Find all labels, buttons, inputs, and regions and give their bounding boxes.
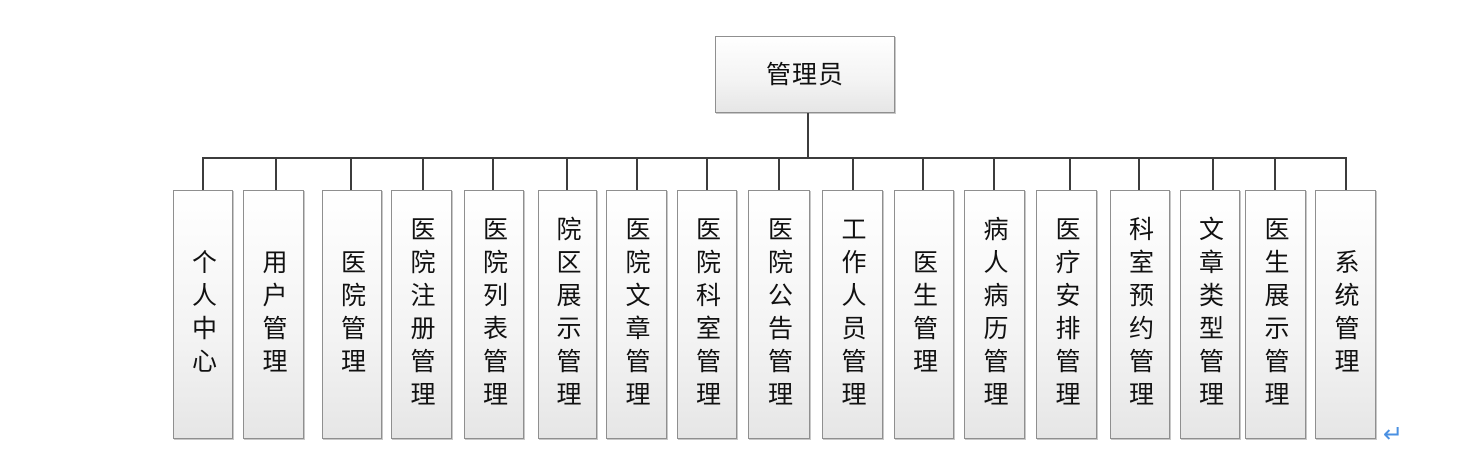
child-label-5: 医院列表管理 xyxy=(479,215,509,414)
child-node-12: 病人病历管理 xyxy=(964,190,1025,439)
child-connector-7 xyxy=(636,157,638,190)
child-label-3: 医院管理 xyxy=(337,248,367,381)
child-connector-16 xyxy=(1274,157,1276,190)
child-label-12: 病人病历管理 xyxy=(980,215,1009,414)
child-node-5: 医院列表管理 xyxy=(464,190,524,439)
child-label-8: 医院科室管理 xyxy=(692,215,722,414)
child-connector-11 xyxy=(922,157,924,190)
child-connector-4 xyxy=(422,157,424,190)
child-label-17: 系统管理 xyxy=(1331,248,1360,381)
child-node-8: 医院科室管理 xyxy=(677,190,737,439)
child-connector-2 xyxy=(275,157,277,190)
child-label-10: 工作人员管理 xyxy=(838,215,867,414)
child-connector-5 xyxy=(492,157,494,190)
child-label-6: 院区展示管理 xyxy=(553,215,582,414)
child-connector-15 xyxy=(1212,157,1214,190)
child-node-16: 医生展示管理 xyxy=(1245,190,1306,439)
child-label-11: 医生管理 xyxy=(909,248,939,381)
child-node-17: 系统管理 xyxy=(1315,190,1376,439)
root-label: 管理员 xyxy=(765,60,844,89)
child-connector-13 xyxy=(1069,157,1071,190)
child-node-13: 医疗安排管理 xyxy=(1036,190,1097,439)
child-node-7: 医院文章管理 xyxy=(606,190,667,439)
child-node-3: 医院管理 xyxy=(322,190,382,439)
child-connector-17 xyxy=(1345,157,1347,190)
child-label-14: 科室预约管理 xyxy=(1125,215,1155,414)
child-connector-6 xyxy=(566,157,568,190)
root-node: 管理员 xyxy=(715,36,895,113)
child-node-4: 医院注册管理 xyxy=(391,190,452,439)
child-label-2: 用户管理 xyxy=(259,248,288,381)
child-connector-8 xyxy=(706,157,708,190)
child-label-4: 医院注册管理 xyxy=(407,215,436,414)
child-node-1: 个人中心 xyxy=(173,190,233,439)
child-connector-12 xyxy=(993,157,995,190)
child-connector-3 xyxy=(350,157,352,190)
child-connector-14 xyxy=(1138,157,1140,190)
child-node-6: 院区展示管理 xyxy=(538,190,597,439)
return-arrow-icon: ↵ xyxy=(1383,420,1404,448)
horizontal-connector xyxy=(202,157,1347,159)
child-label-13: 医疗安排管理 xyxy=(1052,215,1081,414)
root-connector xyxy=(807,113,809,159)
child-connector-1 xyxy=(202,157,204,190)
child-label-7: 医院文章管理 xyxy=(622,215,651,414)
child-label-16: 医生展示管理 xyxy=(1261,215,1290,414)
child-label-9: 医院公告管理 xyxy=(764,215,794,414)
child-connector-10 xyxy=(852,157,854,190)
child-node-11: 医生管理 xyxy=(894,190,954,439)
child-label-15: 文章类型管理 xyxy=(1195,215,1225,414)
child-node-10: 工作人员管理 xyxy=(822,190,883,439)
child-node-2: 用户管理 xyxy=(243,190,304,439)
child-node-15: 文章类型管理 xyxy=(1180,190,1240,439)
child-connector-9 xyxy=(778,157,780,190)
child-label-1: 个人中心 xyxy=(188,248,218,381)
child-node-9: 医院公告管理 xyxy=(748,190,810,439)
child-node-14: 科室预约管理 xyxy=(1110,190,1170,439)
